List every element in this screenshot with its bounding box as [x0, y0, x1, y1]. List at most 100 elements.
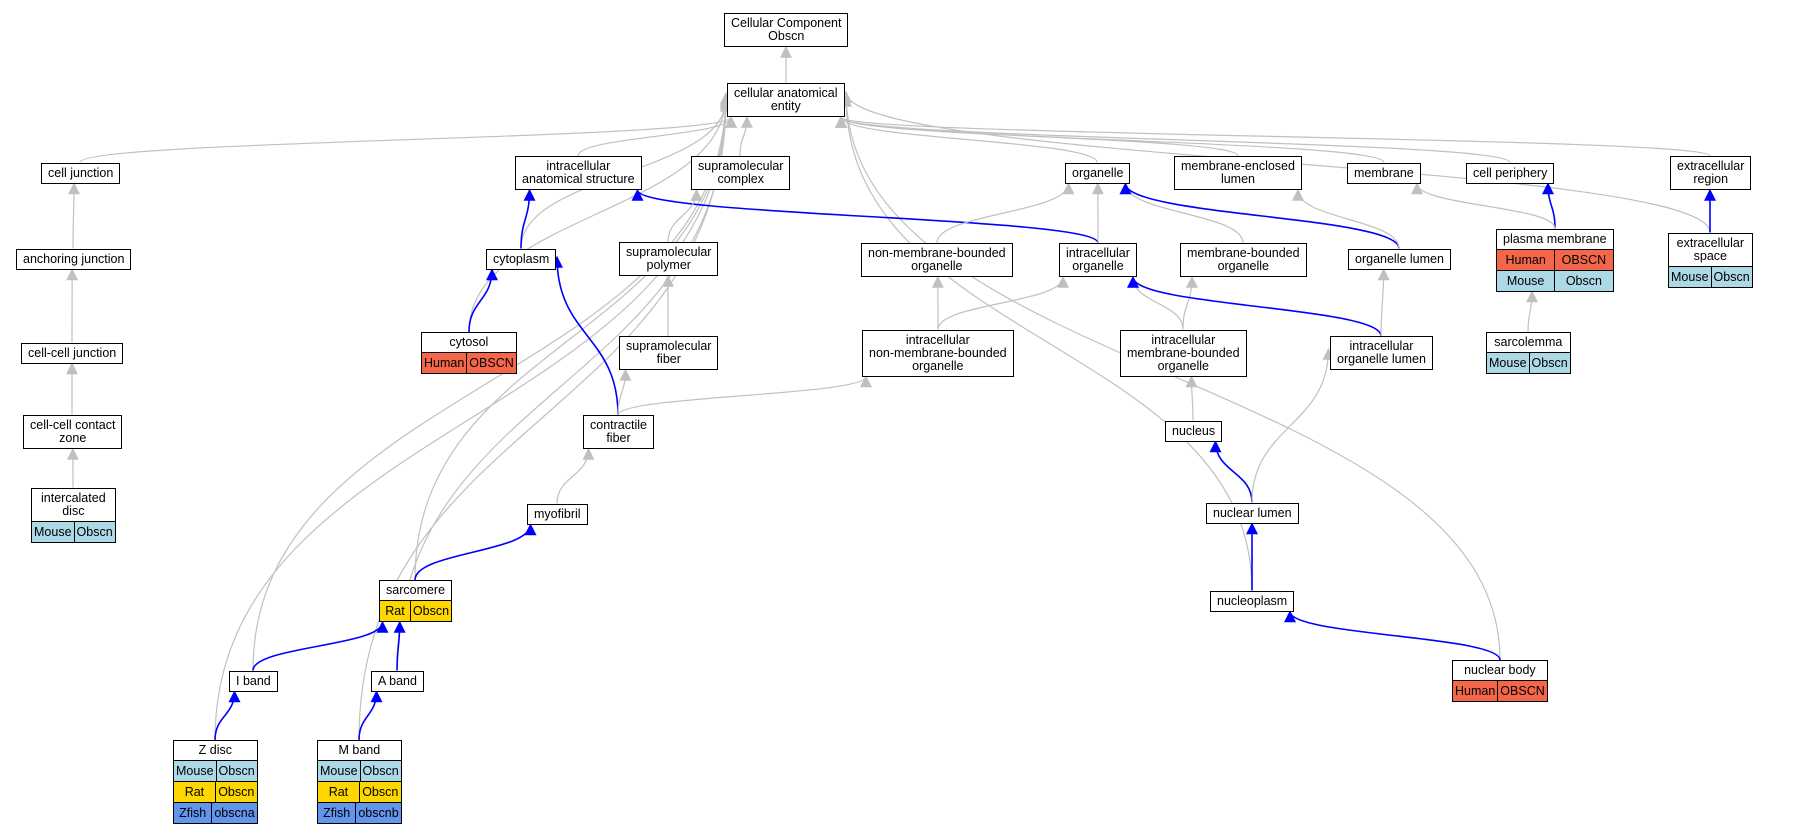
edge-nb-to-np [1284, 610, 1501, 661]
term-label: organelle lumen [1355, 252, 1444, 266]
term-label: M band [338, 743, 381, 757]
term-inmbo[interactable]: intracellular non-membrane-bounded organ… [862, 330, 1014, 377]
term-label: organelle [1072, 166, 1124, 180]
term-myofibril[interactable]: myofibril [527, 504, 588, 525]
term-iol[interactable]: intracellular organelle lumen [1330, 336, 1433, 370]
species-cell: Rat [184, 785, 205, 799]
edge-aband-to-sarcomere [393, 620, 406, 671]
edge-iol-to-io [1127, 275, 1382, 337]
gene-cell: OBSCN [1497, 681, 1546, 701]
term-label: plasma membrane [1503, 232, 1607, 246]
term-smf[interactable]: supramolecular fiber [619, 336, 719, 370]
term-label: intracellular non-membrane-bounded organ… [869, 333, 1007, 373]
term-iband[interactable]: I band [229, 671, 278, 692]
gene-cell: Obscn [409, 601, 451, 621]
edge-cf-to-inmbo [617, 375, 872, 416]
term-label: nucleus [1172, 424, 1216, 438]
term-aband[interactable]: A band [371, 671, 424, 692]
gene-cell: OBSCN [466, 353, 515, 373]
edge-mem-to-cae [835, 115, 1385, 164]
gene-cell: Obscn [1710, 267, 1752, 287]
species-cell: Mouse [34, 525, 72, 539]
term-ecr[interactable]: extracellular region [1670, 156, 1752, 190]
species-cell: Rat [328, 785, 349, 799]
term-label: sarcomere [386, 583, 446, 597]
edge-nl-to-iol [1251, 347, 1335, 503]
term-mem[interactable]: membrane [1347, 163, 1421, 184]
gene-cell: Obscn [1528, 353, 1570, 373]
term-ccj[interactable]: cell-cell junction [21, 343, 124, 364]
term-cyto[interactable]: cytoplasm [486, 249, 557, 270]
term-label: Z disc [198, 743, 232, 757]
term-smp[interactable]: supramolecular polymer [619, 242, 719, 276]
edge-zdisc-to-cae [214, 95, 732, 741]
term-label: cell-cell junction [28, 346, 117, 360]
edge-io-to-ias [631, 188, 1099, 244]
edge-iband-to-cae [252, 91, 732, 671]
term-aj[interactable]: anchoring junction [16, 249, 132, 270]
term-nucleus[interactable]: nucleus [1165, 421, 1223, 442]
term-np[interactable]: nucleoplasm [1210, 591, 1295, 612]
species-cell: Mouse [320, 764, 358, 778]
edge-ecr-to-cae [835, 115, 1711, 157]
ortholog-row: Mouse Obscn [1497, 270, 1613, 291]
term-root[interactable]: Cellular Component Obscn [724, 13, 849, 47]
term-nl[interactable]: nuclear lumen [1206, 503, 1299, 524]
edge-org-to-cae [835, 115, 1098, 163]
species-cell: Zfish [323, 806, 351, 820]
term-label: intracellular membrane-bounded organelle [1127, 333, 1240, 373]
edge-sarcomere-to-myofibril [414, 523, 537, 581]
species-cell: Mouse [1506, 274, 1545, 288]
term-label: membrane [1354, 166, 1414, 180]
edge-ol-to-mel [1292, 188, 1400, 249]
term-label: nuclear lumen [1213, 506, 1292, 520]
term-nmbo[interactable]: non-membrane-bounded organelle [861, 243, 1013, 277]
edge-ol-to-org [1119, 182, 1400, 249]
species-cell: Zfish [179, 806, 207, 820]
term-ias[interactable]: intracellular anatomical structure [515, 156, 642, 190]
term-ol[interactable]: organelle lumen [1348, 249, 1451, 270]
term-label: non-membrane-bounded organelle [868, 246, 1006, 273]
term-label: cytosol [449, 335, 489, 349]
edge-zdisc-to-iband [214, 690, 241, 741]
term-cf[interactable]: contractile fiber [583, 415, 654, 449]
term-cj[interactable]: cell junction [41, 163, 121, 184]
term-label: cell-cell contact zone [30, 418, 116, 445]
gene-cell: Obscn [359, 761, 401, 781]
species-cell: Human [424, 356, 465, 370]
gene-cell: Obscn [1554, 271, 1612, 291]
term-cp[interactable]: cell periphery [1466, 163, 1555, 184]
term-cccz[interactable]: cell-cell contact zone [23, 415, 123, 449]
edge-aj-to-cj [68, 182, 81, 249]
edge-aband-to-cae [396, 99, 732, 671]
term-cae[interactable]: cellular anatomical entity [727, 83, 845, 117]
term-label: supramolecular complex [698, 159, 784, 186]
species-cell: Mouse [1489, 356, 1527, 370]
term-label: sarcolemma [1494, 335, 1563, 349]
edge-cytosol-to-cae [468, 93, 732, 333]
term-imbo[interactable]: intracellular membrane-bounded organelle [1120, 330, 1247, 377]
term-io[interactable]: intracellular organelle [1059, 243, 1137, 277]
edge-cytosol-to-cyto [468, 268, 498, 333]
term-org[interactable]: organelle [1065, 163, 1131, 184]
term-mel[interactable]: membrane-enclosed lumen [1174, 156, 1302, 190]
term-smc[interactable]: supramolecular complex [691, 156, 791, 190]
term-label: I band [236, 674, 271, 688]
term-mbo[interactable]: membrane-bounded organelle [1180, 243, 1307, 277]
term-label: Cellular Component Obscn [731, 16, 842, 43]
term-label: intracellular organelle lumen [1337, 339, 1426, 366]
term-label: nucleoplasm [1217, 594, 1288, 608]
